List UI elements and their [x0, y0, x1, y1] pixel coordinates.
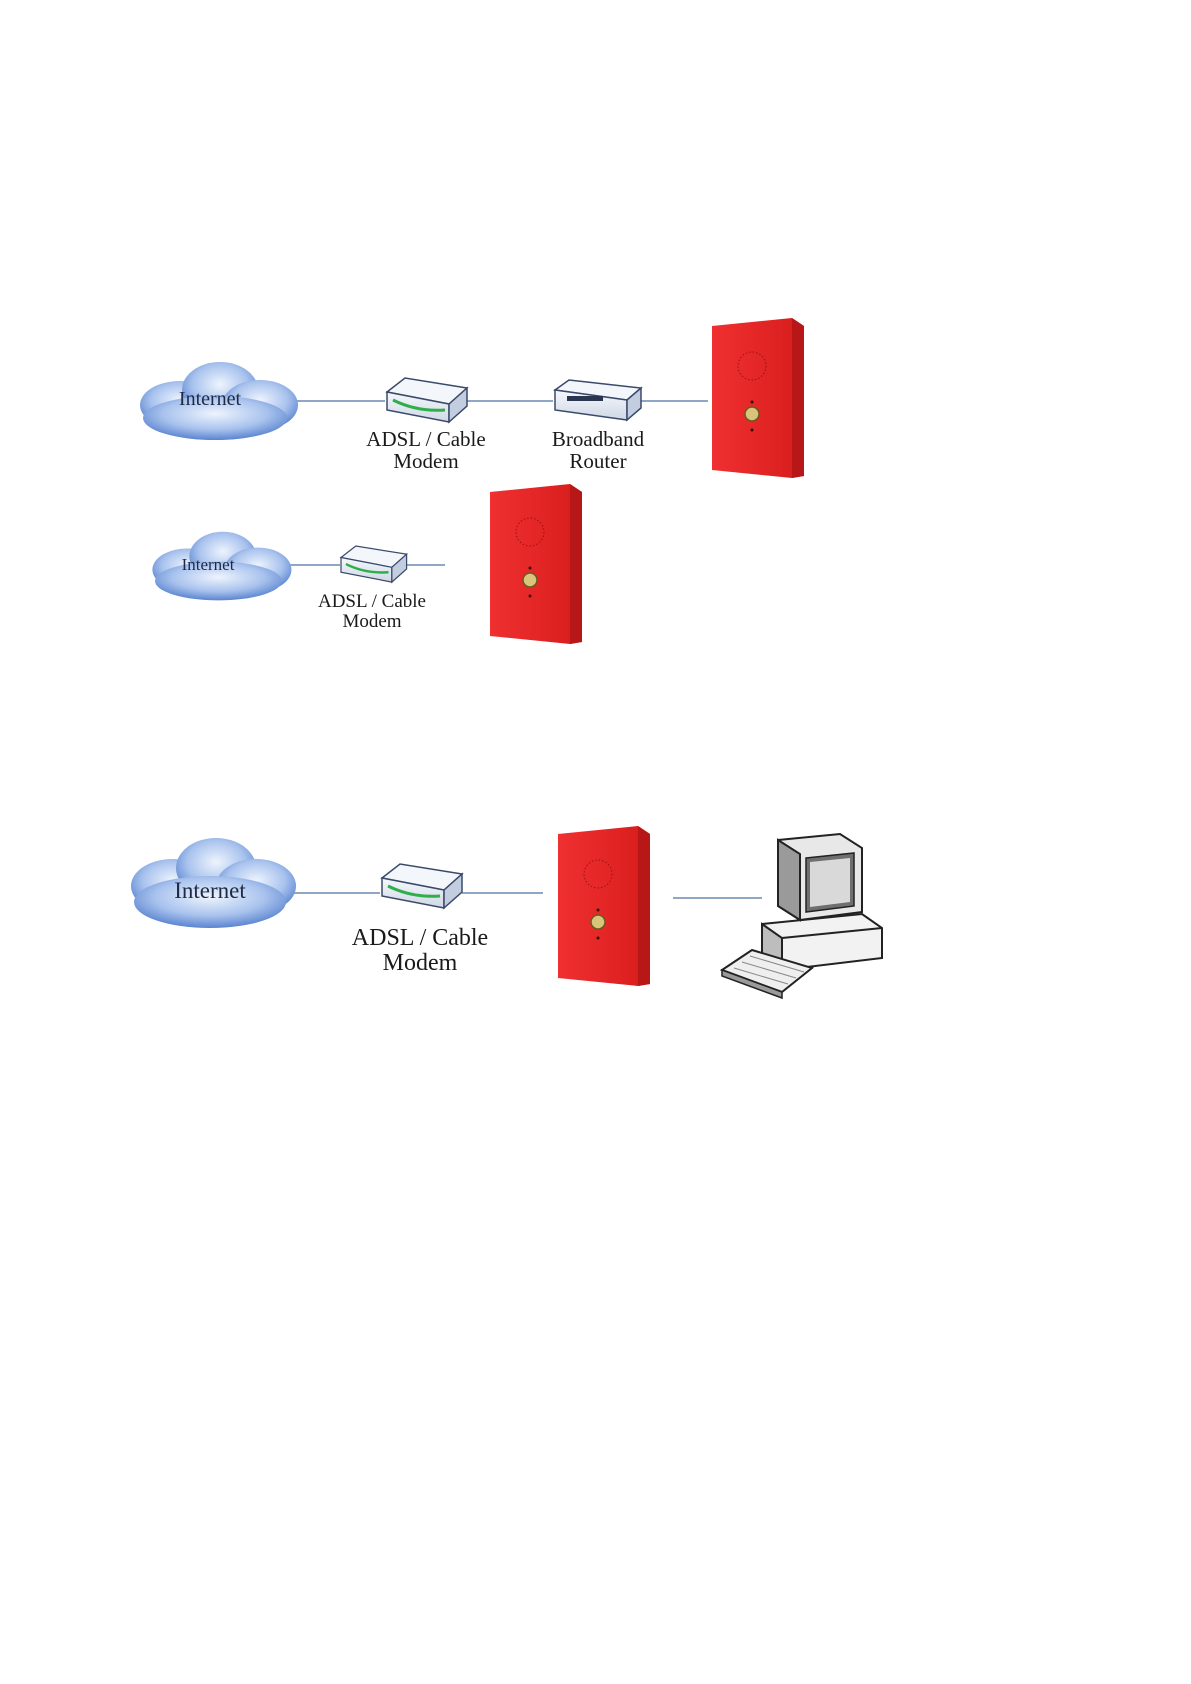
modem-label: ADSL / Cable Modem [292, 592, 452, 632]
modem-label-line2: Modem [336, 450, 516, 472]
modem-icon [387, 378, 467, 422]
modem-label-line1: ADSL / Cable [320, 926, 520, 951]
intercom-icon [490, 484, 582, 644]
intercom-icon [558, 826, 650, 986]
modem-label: ADSL / Cable Modem [320, 926, 520, 976]
modem-label-line1: ADSL / Cable [336, 428, 516, 450]
modem-icon [382, 864, 462, 908]
modem-label-line1: ADSL / Cable [292, 592, 452, 612]
intercom-icon [712, 318, 804, 478]
router-label: Broadband Router [518, 428, 678, 472]
network-diagram-pc: Internet ADSL / Cable Modem [0, 808, 1191, 998]
modem-icon [341, 546, 407, 582]
network-diagram-direct: Internet ADSL / Cable Modem [0, 480, 1191, 640]
modem-label-line2: Modem [292, 612, 452, 632]
computer-icon [722, 834, 882, 998]
modem-label: ADSL / Cable Modem [336, 428, 516, 472]
router-label-line2: Router [518, 450, 678, 472]
router-icon [555, 380, 641, 420]
cloud-label: Internet [150, 878, 270, 904]
router-label-line1: Broadband [518, 428, 678, 450]
modem-label-line2: Modem [320, 951, 520, 976]
network-diagram-router: Internet ADSL / Cable Modem Broadband Ro… [0, 300, 1191, 460]
cloud-label: Internet [160, 388, 260, 411]
cloud-label: Internet [168, 555, 248, 575]
